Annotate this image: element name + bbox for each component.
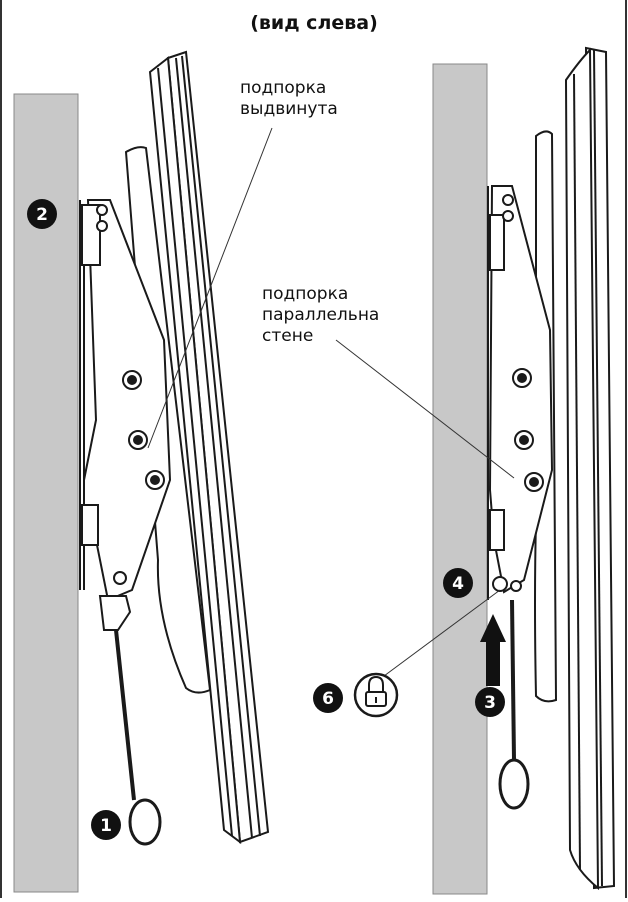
label-strut-extended-line2: выдвинута [240, 99, 338, 119]
callout-6-text: 6 [322, 689, 334, 709]
callout-badge-2: 2 [27, 199, 57, 229]
left-pull-ring [128, 798, 162, 846]
callout-4-text: 4 [452, 574, 464, 594]
right-tv-panel [564, 46, 616, 891]
leader-strut-parallel [335, 339, 515, 479]
label-strut-parallel-line3: стене [262, 326, 314, 346]
label-strut-parallel-line1: подпорка [262, 284, 349, 304]
label-strut-parallel: подпорка параллельна стене [262, 284, 379, 347]
callout-1-text: 1 [100, 816, 112, 836]
left-bracket [79, 199, 172, 631]
leader-lock [383, 589, 501, 677]
left-tv-panel [148, 50, 270, 845]
callout-badge-6: 6 [313, 683, 343, 713]
view-title: (вид слева) [250, 12, 378, 34]
callout-3-text: 3 [484, 693, 496, 713]
right-wall [432, 63, 488, 895]
callout-badge-1: 1 [91, 810, 121, 840]
label-strut-extended-line1: подпорка [240, 78, 327, 98]
leader-strut-extended [147, 127, 273, 449]
lock-icon [353, 672, 399, 718]
callout-2-text: 2 [36, 205, 48, 225]
right-pull-cord [510, 599, 516, 761]
right-pull-ring [498, 758, 530, 810]
label-strut-parallel-line2: параллельна [262, 305, 380, 325]
callout-badge-3: 3 [475, 687, 505, 717]
left-pull-cord [114, 629, 136, 801]
right-bracket [487, 185, 554, 600]
arrow-up-icon [480, 614, 506, 686]
callout-badge-4: 4 [443, 568, 473, 598]
label-strut-extended: подпорка выдвинута [240, 78, 338, 120]
